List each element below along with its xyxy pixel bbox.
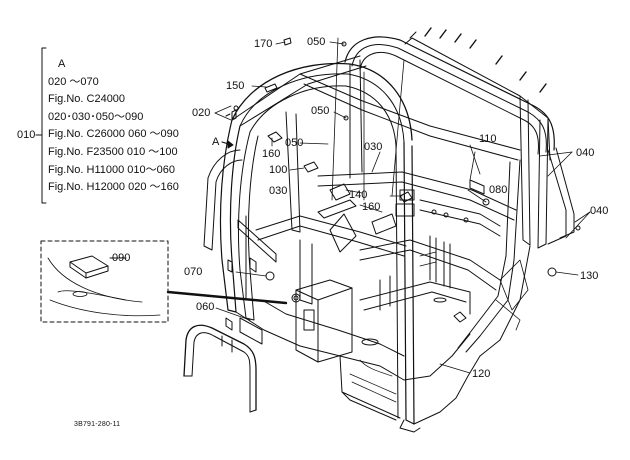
callout-030-right: 030 (364, 141, 383, 153)
callout-160-left: 160 (262, 148, 281, 160)
cab-frame (203, 27, 581, 433)
callout-130: 130 (580, 270, 599, 282)
callout-A: A (212, 136, 220, 148)
legend-line-7: Fig.No. H12000 020 ～160 (48, 181, 179, 194)
part-080 (482, 198, 490, 206)
legend-line-2: Fig.No. C24000 (48, 93, 126, 106)
callout-170: 170 (254, 38, 273, 50)
callout-090: 090 (112, 252, 131, 264)
callout-150: 150 (226, 80, 245, 92)
callout-030-left: 030 (269, 185, 288, 197)
callout-050-mid: 050 (311, 105, 330, 117)
leader-lines (214, 37, 591, 374)
callout-020: 020 (192, 107, 211, 119)
legend-line-4: Fig.No. C26000 060 ～090 (48, 128, 179, 141)
callout-040-top: 040 (576, 147, 595, 159)
legend-block: A 020 ～070 Fig.No. C24000 020･030･050～09… (48, 56, 179, 197)
legend-line-6: Fig.No. H11000 010～060 (48, 163, 175, 176)
part-150 (264, 83, 278, 93)
figure-reference: 3B791-280-11 (74, 421, 121, 428)
legend-id: 010 (17, 129, 36, 141)
callout-110: 110 (479, 133, 497, 145)
part-030a (329, 183, 351, 201)
callout-070: 070 (184, 266, 203, 278)
callout-100: 100 (269, 164, 288, 176)
part-020 (225, 109, 237, 121)
legend-head: A (58, 58, 66, 70)
legend-line-3: 020･030･050～090 (48, 110, 144, 123)
part-160a (267, 131, 283, 143)
part-140 (399, 191, 413, 203)
callout-060: 060 (196, 301, 215, 313)
callout-050-top: 050 (307, 36, 326, 48)
callout-140: 140 (349, 189, 368, 201)
part-130 (547, 267, 557, 277)
part-100 (303, 161, 319, 173)
callout-050-low: 050 (285, 137, 304, 149)
legend-line-1: 020 ～070 (48, 75, 99, 88)
part-170 (283, 37, 292, 46)
detail-inset (40, 240, 169, 323)
legend-line-5: Fig.No. F23500 010 ～100 (48, 145, 178, 158)
callout-160-center: 160 (362, 201, 381, 213)
A-arrowhead (227, 140, 234, 149)
callout-120: 120 (472, 368, 491, 380)
legend-bracket (41, 47, 47, 204)
callout-040-right: 040 (590, 205, 609, 217)
part-050b (343, 115, 349, 121)
part-060 (183, 324, 257, 413)
callout-080: 080 (489, 184, 508, 196)
part-070 (265, 271, 275, 281)
